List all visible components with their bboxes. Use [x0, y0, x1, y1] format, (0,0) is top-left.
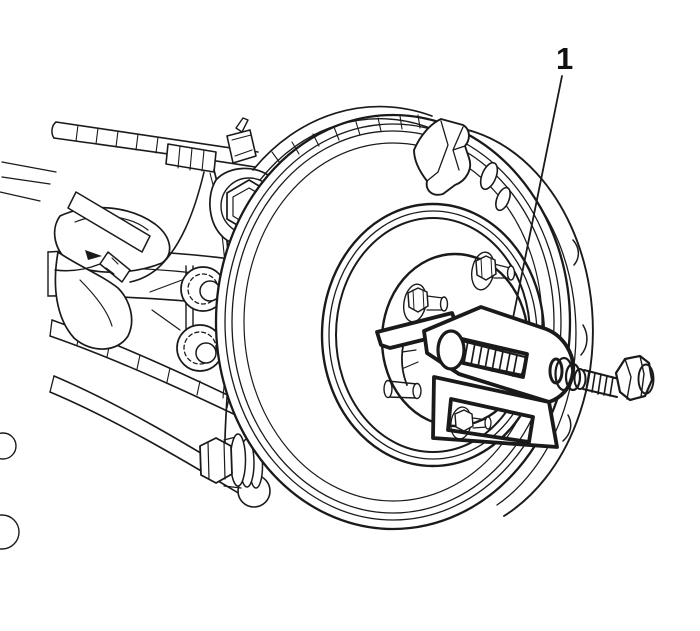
- puller-threaded-shank: [582, 369, 620, 398]
- puller-screw-tip: [436, 329, 466, 371]
- callout-leader-line: [512, 75, 563, 319]
- puller-hex-head: [614, 354, 655, 402]
- wheel-stud: [383, 379, 422, 400]
- rotor-friction-ring: [243, 142, 543, 502]
- cable-connector: [99, 251, 131, 283]
- edge-bushing: [0, 514, 20, 550]
- puller-front-leg: [431, 375, 559, 449]
- beam-taper-lines: [149, 279, 183, 331]
- wheel-stud: [450, 406, 492, 440]
- callout-1: 1: [512, 41, 573, 319]
- shield-slot: [479, 161, 499, 191]
- puller-collar-rings: [548, 356, 587, 392]
- callout-label: 1: [556, 41, 573, 76]
- pipe-bracket: [226, 129, 257, 164]
- wheel-studs: [383, 251, 516, 400]
- arm-bolt-hex: [199, 437, 233, 484]
- brake-pipe-bar: [51, 117, 259, 173]
- caliper-mount-clip: [413, 118, 511, 212]
- shield-scallops: [562, 239, 588, 442]
- shield-slot: [495, 186, 511, 212]
- wheel-stud: [402, 283, 449, 323]
- left-edge-lines: [0, 161, 57, 202]
- wheel-stud: [470, 251, 516, 291]
- edge-bushing: [0, 432, 17, 460]
- puller-forcing-screw: [460, 340, 526, 377]
- hub-and-bearing-remover-tool: [375, 305, 655, 449]
- shield-rim-band: [252, 105, 433, 181]
